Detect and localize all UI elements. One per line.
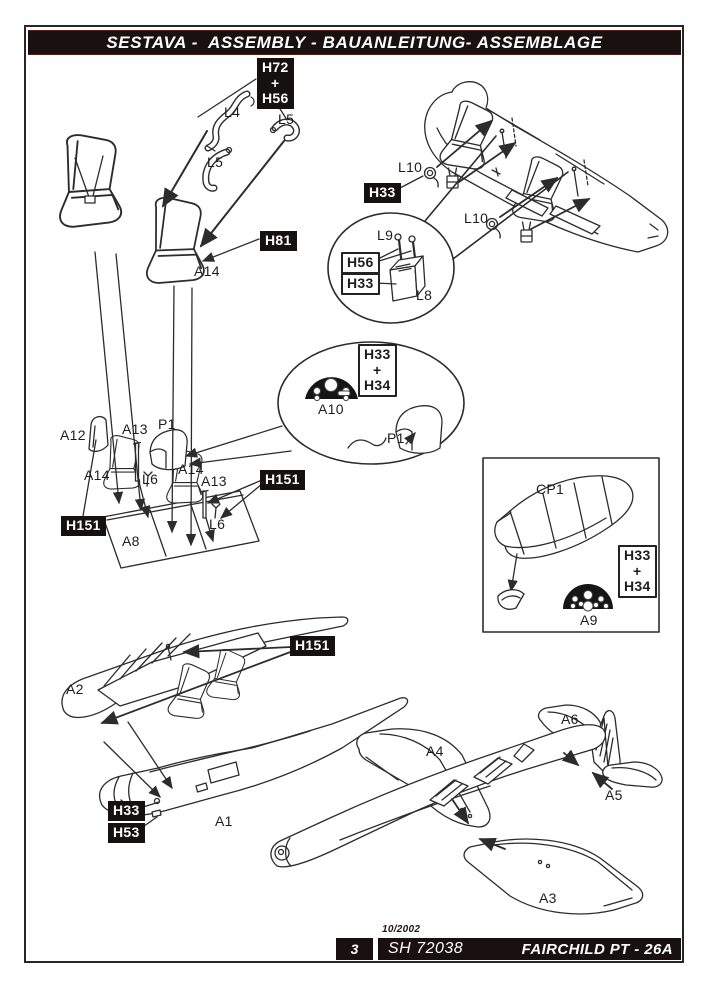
callout-A1: A1: [215, 813, 233, 829]
kit-number: SH 72038: [388, 940, 464, 957]
callout-A9: A9: [580, 612, 598, 628]
callout-L8: L8: [416, 287, 433, 303]
callout-box-H53: H53: [108, 823, 145, 843]
callout-box-H33-H34-canopy: H33 + H34: [618, 545, 657, 599]
seatbelt-parts-illustration: [202, 90, 300, 192]
callout-L5-mid: L5: [207, 154, 224, 170]
callout-box-H151-floor-right: H151: [260, 470, 305, 490]
callout-box-H56-detail: H56: [341, 252, 380, 274]
callout-CP1: CP1: [536, 481, 565, 497]
callout-P1-floor: P1: [158, 416, 176, 432]
leader-lines: [82, 78, 613, 852]
callout-A13-rear: A13: [201, 473, 227, 489]
callout-A4: A4: [426, 743, 444, 759]
page-number: 3: [350, 941, 359, 957]
footer-bar: SH 72038 FAIRCHILD PT - 26A: [378, 938, 681, 960]
fuselage-halves-illustration: [61, 616, 409, 818]
callout-L10-front: L10: [398, 159, 423, 175]
callout-A14-floor-rear: A14: [178, 461, 204, 477]
callout-L6-rear: L6: [209, 516, 226, 532]
callout-box-H33-detail: H33: [341, 273, 380, 295]
callout-L6-front: L6: [142, 471, 159, 487]
callout-box-H81: H81: [260, 231, 297, 251]
detail-ellipse-a10-p1: [277, 341, 465, 465]
callout-P1-detail: P1: [387, 430, 405, 446]
callout-A3: A3: [539, 890, 557, 906]
callout-A6: A6: [561, 711, 579, 727]
fuselage-interior-illustration: [424, 81, 669, 253]
callout-L5-upper: L5: [278, 111, 295, 127]
page-title: SESTAVA - ASSEMBLY - BAUANLEITUNG- ASSEM…: [106, 32, 603, 52]
callout-A10: A10: [318, 401, 344, 417]
aircraft-name: FAIRCHILD PT - 26A: [521, 940, 673, 958]
callout-box-H33-top: H33: [364, 183, 401, 203]
footer-date: 10/2002: [382, 924, 421, 935]
callout-A5: A5: [605, 787, 623, 803]
callout-box-H151-floor-left: H151: [61, 516, 106, 536]
callout-L10-rear: L10: [464, 210, 489, 226]
callout-A12: A12: [60, 427, 86, 443]
callout-A13-front: A13: [122, 421, 148, 437]
callout-A14-seat: A14: [194, 263, 220, 279]
header-bar: SESTAVA - ASSEMBLY - BAUANLEITUNG- ASSEM…: [28, 30, 681, 55]
callout-A14-floor-front: A14: [84, 467, 110, 483]
callout-L9: L9: [377, 227, 394, 243]
callout-A2: A2: [66, 681, 84, 697]
front-seat-with-belts-illustration: [59, 134, 123, 228]
callout-box-H33-nose: H33: [108, 801, 145, 821]
detail-circle-l8-l9: [327, 212, 455, 324]
callout-box-H151-center: H151: [290, 636, 335, 656]
page-number-badge: 3: [336, 938, 373, 960]
callout-box-H72-H56: H72 + H56: [257, 58, 294, 110]
callout-L4: L4: [224, 104, 241, 120]
callout-box-H33-H34-panel: H33 + H34: [358, 344, 397, 398]
final-assembly-illustration: [270, 704, 663, 915]
callout-A8: A8: [122, 533, 140, 549]
